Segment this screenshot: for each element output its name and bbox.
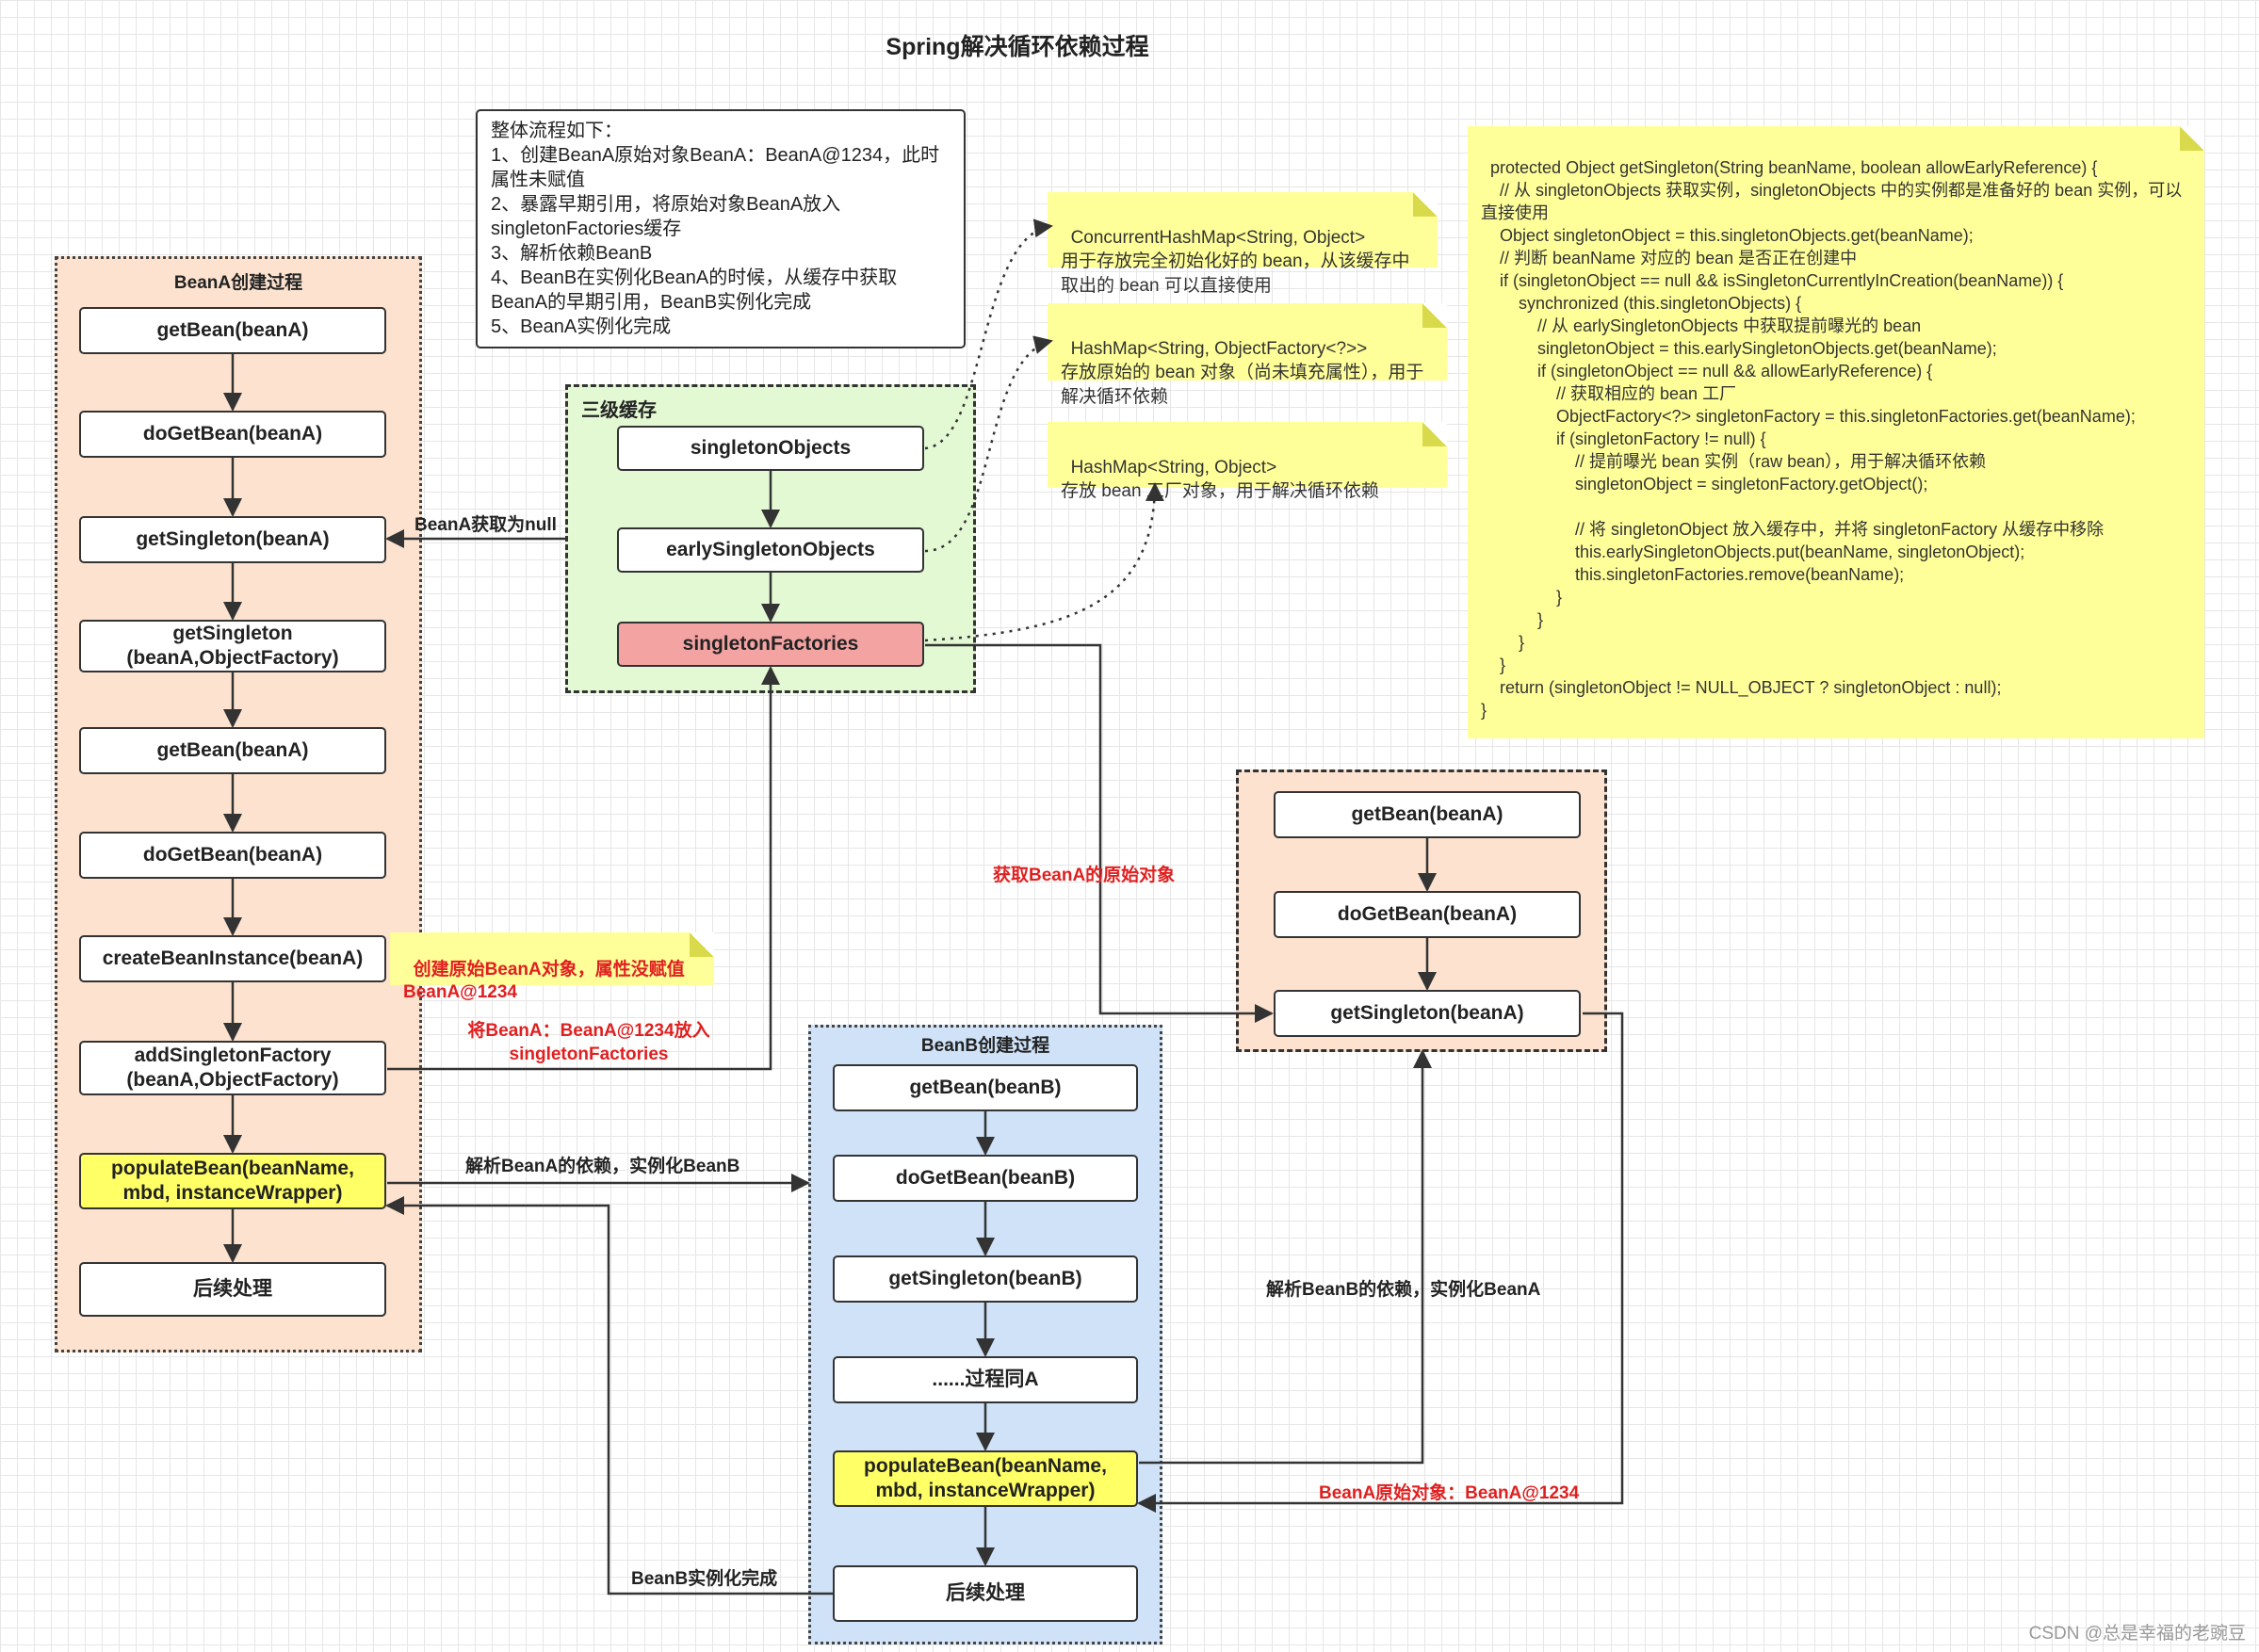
beanA-node-post-process: 后续处理 (79, 1262, 386, 1317)
code-snippet-text: protected Object getSingleton(String bea… (1481, 158, 2183, 721)
beanA-node-populate-bean: populateBean(beanName, mbd, instanceWrap… (79, 1153, 386, 1209)
note-singleton-objects-text: ConcurrentHashMap<String, Object> 用于存放完全… (1061, 227, 1410, 296)
diagram-title: Spring解决循环依赖过程 (886, 34, 1149, 60)
edge-addfactory-to-factories (387, 666, 780, 1071)
right-node-dogetbean: doGetBean(beanA) (1274, 891, 1581, 938)
beanA-node-create-instance: createBeanInstance(beanA) (79, 935, 386, 982)
beanB-node-post-process: 后续处理 (833, 1565, 1138, 1622)
beanA-group-label: BeanA创建过程 (173, 273, 303, 293)
beanA-node-getsingleton-factory: getSingleton (beanA,ObjectFactory) (79, 620, 386, 672)
cache-node-singleton-objects: singletonObjects (617, 426, 924, 471)
edge-label-put-factory: 将BeanA：BeanA@1234放入 singletonFactories (467, 1021, 710, 1064)
edge-label-resolve-a: 解析BeanB的依赖，实例化BeanA (1266, 1280, 1541, 1300)
beanA-node-dogetbean: doGetBean(beanA) (79, 411, 386, 458)
edge-dotted-singleton-objects (924, 219, 1053, 450)
code-snippet: protected Object getSingleton(String bea… (1468, 126, 2204, 738)
right-node-getsingleton: getSingleton(beanA) (1274, 990, 1581, 1037)
beanA-node-getsingleton: getSingleton(beanA) (79, 516, 386, 563)
cache-node-singleton-factories: singletonFactories (617, 622, 924, 667)
note-singleton-objects: ConcurrentHashMap<String, Object> 用于存放完全… (1048, 192, 1438, 296)
edge-label-get-raw: 获取BeanA的原始对象 (993, 866, 1176, 885)
edge-right-getsingleton-to-populateB (1137, 1012, 1624, 1513)
beanB-node-getbean: getBean(beanB) (833, 1064, 1138, 1111)
edge-label-resolve-b: 解析BeanA的依赖，实例化BeanB (465, 1157, 740, 1176)
beanA-node-add-singleton-factory: addSingletonFactory (beanA,ObjectFactory… (79, 1041, 386, 1095)
flow-note: 整体流程如下： 1、创建BeanA原始对象BeanA：BeanA@1234，此时… (476, 109, 966, 348)
note-create-instance: 创建原始BeanA对象，属性没赋值 BeanA@1234 (390, 932, 714, 1002)
cache-node-early-singleton-objects: earlySingletonObjects (617, 527, 924, 573)
beanB-group-label: BeanB创建过程 (920, 1036, 1050, 1056)
beanA-node-getbean-2: getBean(beanA) (79, 727, 386, 774)
note-singleton-factories: HashMap<String, Object> 存放 bean 工厂对象，用于解… (1048, 422, 1447, 501)
edge-label-b-done: BeanB实例化完成 (631, 1569, 778, 1589)
beanB-node-dogetbean: doGetBean(beanB) (833, 1155, 1138, 1202)
edge-beanB-done-to-populateA (385, 1196, 833, 1595)
beanA-node-dogetbean-2: doGetBean(beanA) (79, 832, 386, 879)
edge-dotted-early-singleton-objects (924, 335, 1053, 553)
beanB-node-same-as-a: ......过程同A (833, 1356, 1138, 1403)
edge-dotted-singleton-factories (924, 482, 1164, 642)
beanB-node-getsingleton: getSingleton(beanB) (833, 1255, 1138, 1303)
note-early-singleton-objects: HashMap<String, ObjectFactory<?>> 存放原始的 … (1048, 303, 1447, 407)
edge-label-raw-object: BeanA原始对象：BeanA@1234 (1319, 1483, 1580, 1503)
edge-populateB-to-right-group (1139, 1049, 1432, 1465)
note-singleton-factories-text: HashMap<String, Object> 存放 bean 工厂对象，用于解… (1061, 457, 1379, 502)
note-create-instance-text: 创建原始BeanA对象，属性没赋值 BeanA@1234 (403, 959, 685, 1002)
right-node-getbean: getBean(beanA) (1274, 791, 1581, 838)
edge-label-null-from-cache: BeanA获取为null (414, 515, 557, 535)
watermark: CSDN @总是幸福的老豌豆 (2028, 1624, 2246, 1644)
beanA-node-getbean: getBean(beanA) (79, 307, 386, 354)
beanB-node-populate-bean: populateBean(beanName, mbd, instanceWrap… (833, 1450, 1138, 1507)
note-early-singleton-objects-text: HashMap<String, ObjectFactory<?>> 存放原始的 … (1061, 338, 1424, 407)
edge-factories-to-right-getsingleton (925, 643, 1274, 1023)
cache-group-label: 三级缓存 (581, 400, 657, 421)
